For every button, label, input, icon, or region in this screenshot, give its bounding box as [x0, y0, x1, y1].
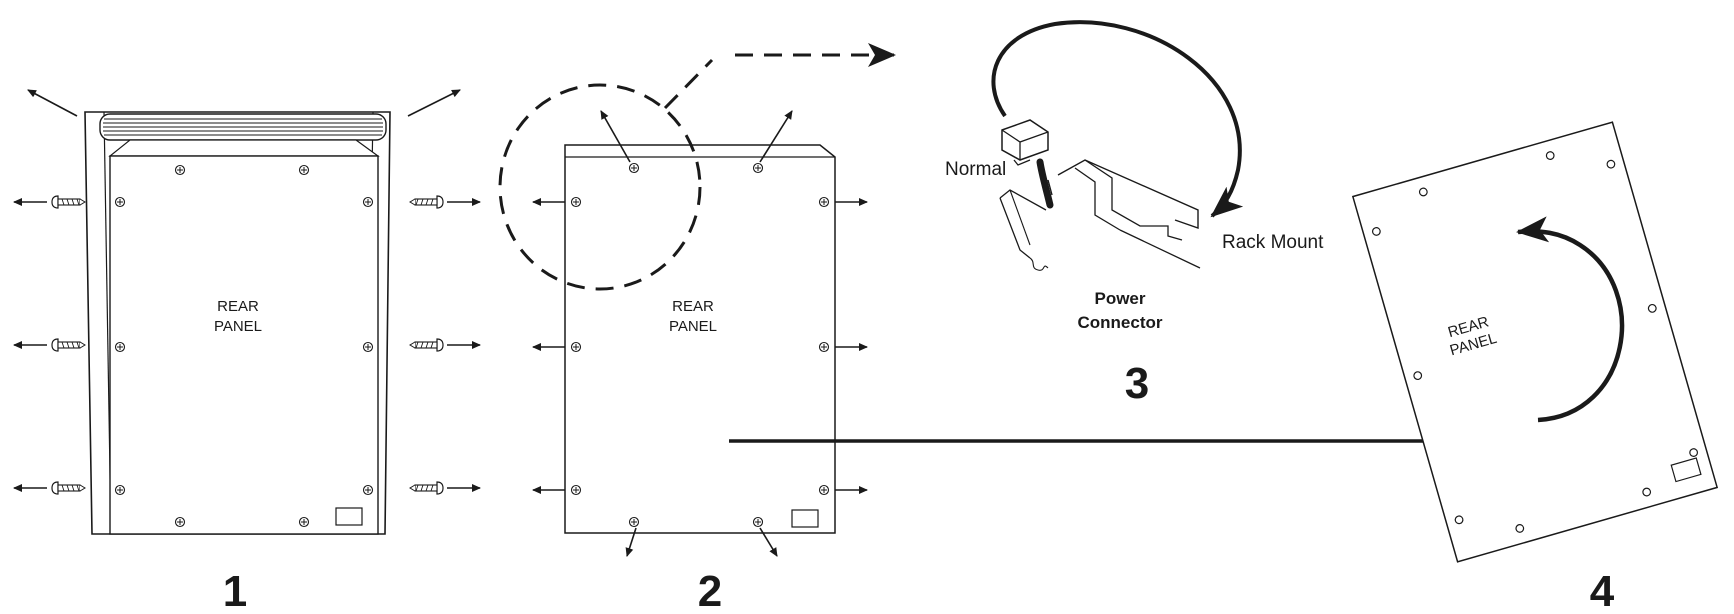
panel-2-plate: REAR PANEL — [564, 144, 836, 534]
panel-2-label-line2: PANEL — [669, 318, 717, 335]
step-number-4: 4 — [1590, 567, 1615, 614]
power-connector-title-line1: Power — [1094, 289, 1145, 308]
step-number-3: 3 — [1125, 359, 1149, 408]
dashed-magnify-circle — [498, 43, 896, 291]
panel-1-chassis: REAR PANEL — [84, 111, 391, 535]
outward-arrow-icon — [532, 110, 868, 557]
step-number-2: 2 — [698, 567, 722, 614]
step-number-1: 1 — [223, 567, 247, 614]
panel-2-label-line1: REAR — [672, 298, 714, 315]
panel-1-label-line1: REAR — [217, 298, 259, 315]
rack-mount-label: Rack Mount — [1222, 232, 1324, 253]
panel-1-label-line2: PANEL — [214, 318, 262, 335]
panel-4-plate: REAR PANEL — [1351, 121, 1719, 563]
normal-label: Normal — [945, 159, 1006, 180]
rotate-arrow-icon — [1516, 216, 1625, 423]
power-connector-illustration — [991, 20, 1244, 271]
outward-arrow-icon — [13, 89, 481, 492]
power-connector-title-line2: Connector — [1078, 313, 1163, 332]
